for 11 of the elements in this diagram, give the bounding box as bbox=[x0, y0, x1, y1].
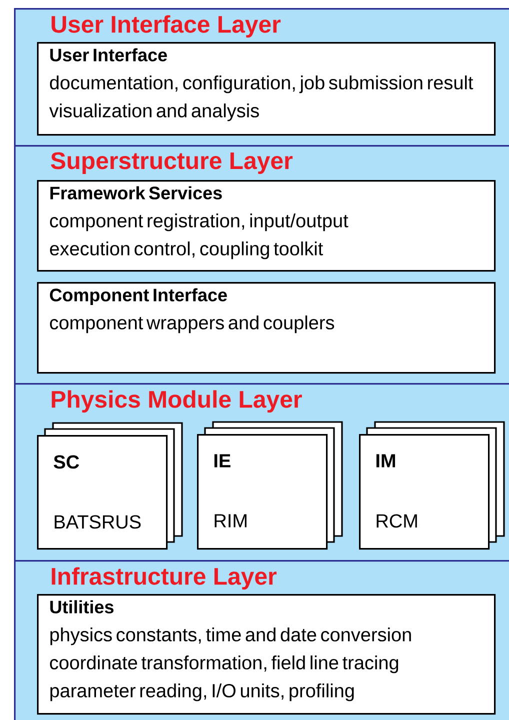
stacked-card: IM RCM bbox=[359, 421, 505, 550]
stacked-card: SC BATSRUS bbox=[37, 422, 183, 550]
layer-heading: Superstructure Layer bbox=[50, 152, 293, 174]
module-box: Utilities physics constants, time and date conversion coordinate transformation, field line tracing parameter reading, I/O units, profiling bbox=[37, 594, 496, 715]
layer-heading: User Interface Layer bbox=[52, 15, 281, 38]
layer-heading: Infrastructure Layer bbox=[52, 567, 277, 590]
stacked-card: IE RIM bbox=[197, 421, 343, 550]
layer-heading: Physics Module Layer bbox=[52, 390, 302, 413]
module-box: Component Interface component wrappers and couplers bbox=[37, 282, 496, 374]
module-box: Framework Services component registration, input/output execution control, coupling toolkit bbox=[37, 180, 496, 272]
module-box: User Interface documentation, configuration, job submission result visualization and analysis bbox=[37, 42, 496, 136]
